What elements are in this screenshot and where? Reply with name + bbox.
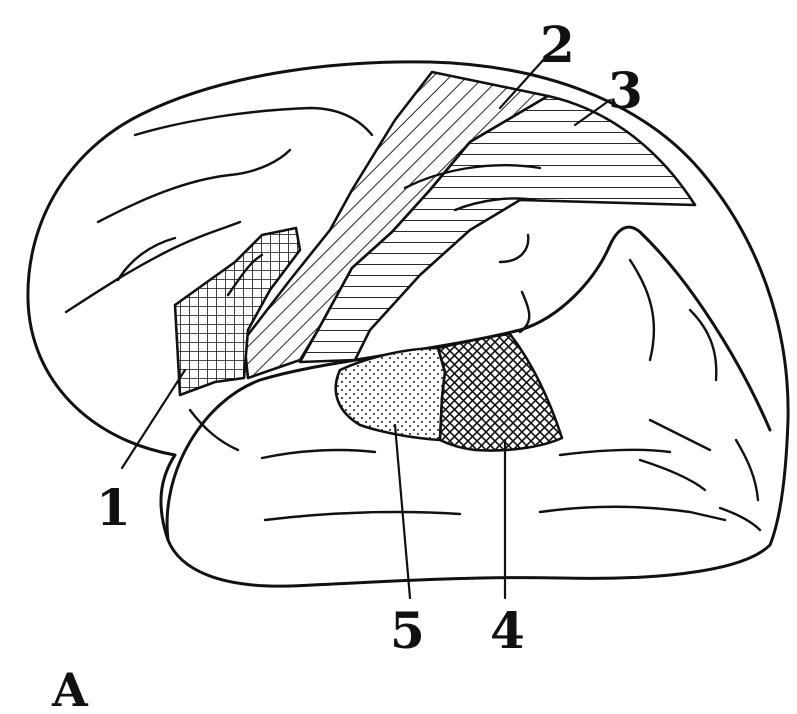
leader-1 [122,370,185,468]
label-region-4: 4 [490,601,525,660]
panel-label: A [51,663,89,714]
region-2-diagonal [244,72,548,378]
region-4-crosshatch [438,334,562,451]
label-region-5: 5 [390,601,425,660]
label-region-2: 2 [540,15,575,74]
label-region-3: 3 [608,61,643,120]
label-region-1: 1 [96,478,131,537]
